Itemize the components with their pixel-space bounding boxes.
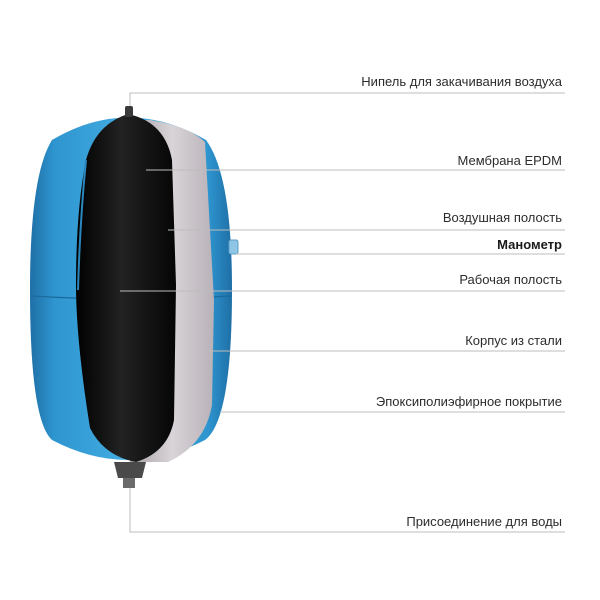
label-steel-body: Корпус из стали bbox=[465, 333, 562, 348]
leader-valve bbox=[129, 92, 565, 106]
leader-lines bbox=[120, 92, 565, 533]
label-water-connection: Присоединение для воды bbox=[406, 514, 562, 529]
gauge-port-icon bbox=[228, 239, 239, 255]
label-coating: Эпоксиполиэфирное покрытие bbox=[375, 394, 562, 409]
water-connection-icon bbox=[114, 462, 146, 478]
shell-edge bbox=[77, 159, 87, 291]
membrane-shape bbox=[76, 114, 176, 462]
label-water-chamber: Рабочая полость bbox=[459, 272, 562, 287]
label-gauge: Манометр bbox=[497, 237, 562, 252]
label-air-valve: Нипель для закачивания воздуха bbox=[361, 74, 562, 89]
air-valve-icon bbox=[125, 106, 133, 117]
leader-connection bbox=[129, 488, 565, 533]
label-air-chamber: Воздушная полость bbox=[442, 210, 562, 225]
connection-thread bbox=[123, 478, 135, 488]
label-membrane: Мембрана EPDM bbox=[457, 153, 562, 168]
